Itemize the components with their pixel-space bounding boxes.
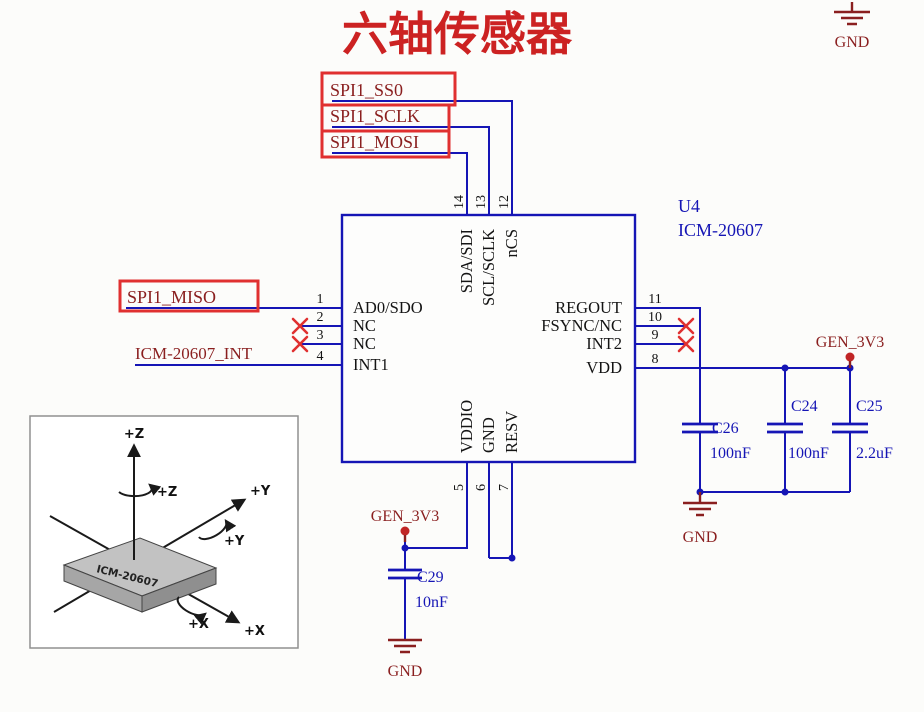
ic-right-pin-numbers: 11 10 9 8 bbox=[648, 292, 662, 367]
x-mark-pin10 bbox=[677, 317, 695, 335]
pin-num-8: 8 bbox=[652, 352, 659, 367]
pin-num-10: 10 bbox=[648, 310, 662, 325]
pin-num-13: 13 bbox=[474, 195, 489, 209]
pin-name-ncs: nCS bbox=[502, 229, 521, 257]
ic-body bbox=[340, 213, 637, 464]
cap-val-c24: 100nF bbox=[788, 445, 829, 462]
pin-name-fsync-nc: FSYNC/NC bbox=[541, 316, 622, 335]
gnd-label-top: GND bbox=[835, 34, 870, 51]
cap-val-c25: 2.2uF bbox=[856, 445, 893, 462]
gnd-label-bottom: GND bbox=[388, 663, 423, 680]
pin-name-int1: INT1 bbox=[353, 355, 389, 374]
pin-name-gnd: GND bbox=[479, 417, 498, 453]
pin-num-3: 3 bbox=[317, 328, 324, 343]
pin-name-nc2: NC bbox=[353, 316, 376, 335]
gnd-symbol-bottom bbox=[388, 638, 422, 654]
gnd-symbol-right bbox=[683, 492, 717, 517]
no-connect-marks bbox=[291, 317, 695, 353]
net-label-spi1-ss0: SPI1_SS0 bbox=[330, 80, 403, 100]
pin-name-scl-sclk: SCL/SCLK bbox=[479, 229, 498, 306]
net-label-spi1-mosi: SPI1_MOSI bbox=[330, 132, 419, 152]
pin-num-6: 6 bbox=[474, 484, 489, 491]
junction-dots bbox=[401, 364, 854, 562]
net-labels: SPI1_SS0 SPI1_SCLK SPI1_MOSI SPI1_MISO I… bbox=[127, 80, 420, 363]
spi-mosi-box bbox=[320, 129, 451, 159]
ic-top-pin-numbers: 14 13 12 bbox=[452, 195, 512, 209]
pin-name-regout: REGOUT bbox=[555, 298, 622, 317]
x-mark-pin9 bbox=[677, 335, 695, 353]
ic-left-pin-numbers: 1 2 3 4 bbox=[317, 292, 324, 364]
pin-name-sda-sdi: SDA/SDI bbox=[457, 229, 476, 293]
power-label-gen3v3-right: GEN_3V3 bbox=[816, 334, 884, 351]
pin-name-vdd: VDD bbox=[586, 358, 622, 377]
gnd-symbol-top bbox=[834, 2, 870, 26]
page-title: 六轴传感器 bbox=[342, 9, 573, 60]
spi-miso-box bbox=[118, 279, 260, 313]
ic-bottom-pin-numbers: 5 6 7 bbox=[452, 484, 512, 491]
pin-name-nc3: NC bbox=[353, 334, 376, 353]
x-rotation-label: +X bbox=[188, 617, 209, 632]
pin-num-1: 1 bbox=[317, 292, 324, 307]
power-node-bottom bbox=[400, 526, 410, 536]
ic-left-pin-names: AD0/SDO NC NC INT1 bbox=[353, 298, 423, 374]
pin-num-5: 5 bbox=[452, 484, 467, 491]
power-ports: GEN_3V3 GEN_3V3 bbox=[371, 334, 884, 542]
cap-ref-c29: C29 bbox=[417, 569, 444, 586]
net-label-spi1-miso: SPI1_MISO bbox=[127, 287, 216, 307]
y-axis-label: +Y bbox=[250, 484, 271, 499]
gnd-symbols: GND GND GND bbox=[388, 2, 870, 680]
gnd-label-right: GND bbox=[683, 529, 718, 546]
pin-name-resv: RESV bbox=[502, 411, 521, 453]
cap-ref-c25: C25 bbox=[856, 398, 883, 415]
pin-num-12: 12 bbox=[497, 195, 512, 209]
wires bbox=[126, 100, 868, 640]
inset-frame bbox=[29, 415, 299, 649]
x-rotation-arrow bbox=[176, 596, 207, 625]
pin-num-4: 4 bbox=[317, 349, 324, 364]
z-axis-label: +Z bbox=[124, 427, 144, 442]
pin-num-7: 7 bbox=[497, 484, 512, 491]
pin-name-vddio: VDDIO bbox=[457, 400, 476, 453]
cap-val-c29: 10nF bbox=[415, 594, 448, 611]
ic-top-pin-names: SDA/SDI SCL/SCLK nCS bbox=[457, 229, 521, 306]
x-mark-pin3 bbox=[291, 335, 309, 353]
capacitor-plates bbox=[388, 422, 868, 580]
cap-ref-c26: C26 bbox=[712, 420, 739, 437]
ic-bottom-pin-names: VDDIO GND RESV bbox=[457, 400, 521, 453]
cap-ref-c24: C24 bbox=[791, 398, 818, 415]
ic-right-pin-names: REGOUT FSYNC/NC INT2 VDD bbox=[541, 298, 622, 377]
x-axis-label: +X bbox=[244, 624, 265, 639]
cap-val-c26: 100nF bbox=[710, 445, 751, 462]
ic-refdes: U4 bbox=[678, 196, 700, 216]
ic-partnumber: ICM-20607 bbox=[678, 220, 763, 240]
chip-drawing: ICM-20607 bbox=[62, 537, 218, 613]
spi-annotation-boxes bbox=[118, 71, 457, 313]
z-rotation-arrow bbox=[118, 483, 162, 498]
power-label-gen3v3-bottom: GEN_3V3 bbox=[371, 508, 439, 525]
y-rotation-arrow bbox=[198, 518, 237, 541]
z-rotation-label: +Z bbox=[157, 485, 177, 500]
pin-name-ad0-sdo: AD0/SDO bbox=[353, 298, 423, 317]
net-label-spi1-sclk: SPI1_SCLK bbox=[330, 106, 420, 126]
pin-num-14: 14 bbox=[452, 195, 467, 209]
x-mark-pin2 bbox=[291, 317, 309, 335]
pin-num-9: 9 bbox=[652, 328, 659, 343]
power-node-right bbox=[845, 352, 855, 362]
pin-num-2: 2 bbox=[317, 310, 324, 325]
capacitor-labels: C26 100nF C24 100nF C25 2.2uF C29 10nF bbox=[415, 398, 893, 611]
net-label-icm20607-int: ICM-20607_INT bbox=[135, 344, 253, 363]
y-rotation-label: +Y bbox=[224, 534, 245, 549]
axes-inset: ICM-20607 +Z +Z +Y +Y +X +X bbox=[29, 415, 299, 649]
pin-name-int2: INT2 bbox=[586, 334, 622, 353]
pin-num-11: 11 bbox=[648, 292, 661, 307]
